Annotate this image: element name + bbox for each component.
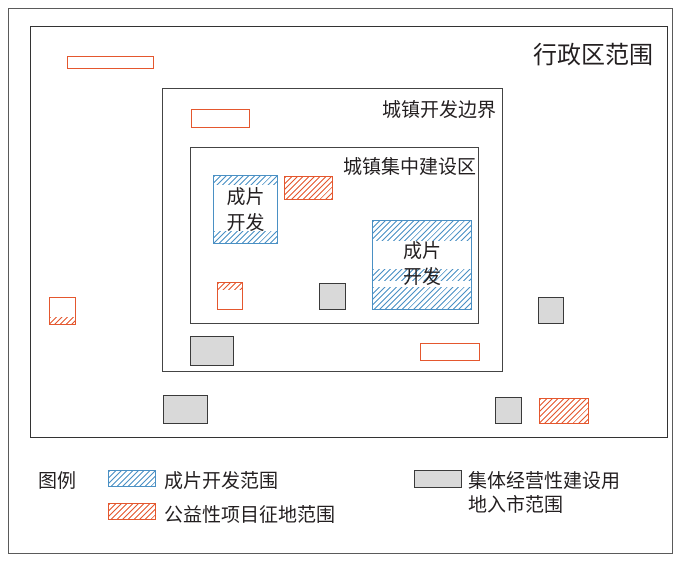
- block-development-patch-a: 成片 开发: [213, 175, 278, 244]
- patch-a-text-line2: 开发: [226, 212, 265, 234]
- legend-swatch-collective-land: [414, 470, 462, 488]
- legend-label-public-project-land: 公益性项目征地范围: [164, 504, 336, 526]
- legend-swatch-block-development: [108, 470, 156, 487]
- admin-area-label: 行政区范围: [533, 41, 653, 69]
- patch-b-text-line2: 开发: [402, 266, 441, 288]
- public-project-land-outline: [191, 109, 250, 128]
- legend-label-block-development: 成片开发范围: [164, 470, 279, 492]
- admin-area-boundary: 行政区范围: [30, 26, 668, 438]
- collective-land-block: [190, 336, 234, 366]
- concentrated-construction-area: 城镇集中建设区: [190, 147, 479, 324]
- collective-land-block: [538, 297, 564, 324]
- collective-land-block: [495, 397, 522, 424]
- collective-land-block: [163, 395, 208, 424]
- public-project-land-hatched: [539, 398, 589, 424]
- block-development-patch-b: 成片 开发: [372, 220, 472, 310]
- legend-swatch-public-project-land: [108, 503, 156, 520]
- collective-land-block: [319, 283, 346, 310]
- patch-b-text-line1: 成片: [402, 240, 441, 262]
- public-project-land-outline: [67, 56, 154, 69]
- town-development-boundary: 城镇开发边界: [162, 88, 503, 372]
- diagram-frame: [8, 8, 673, 554]
- legend-label-collective-land-line1: 集体经营性建设用: [468, 470, 621, 492]
- public-project-land-partial: [217, 282, 243, 310]
- patch-a-text-line1: 成片: [226, 186, 265, 208]
- concentrated-construction-area-label: 城镇集中建设区: [342, 156, 476, 178]
- legend-title: 图例: [38, 470, 77, 492]
- public-project-land-partial: [49, 297, 76, 325]
- town-development-boundary-label: 城镇开发边界: [381, 99, 496, 121]
- legend-label-collective-land-line2: 地入市范围: [468, 494, 564, 516]
- public-project-land-outline: [420, 343, 480, 361]
- public-project-land-hatched: [284, 176, 333, 200]
